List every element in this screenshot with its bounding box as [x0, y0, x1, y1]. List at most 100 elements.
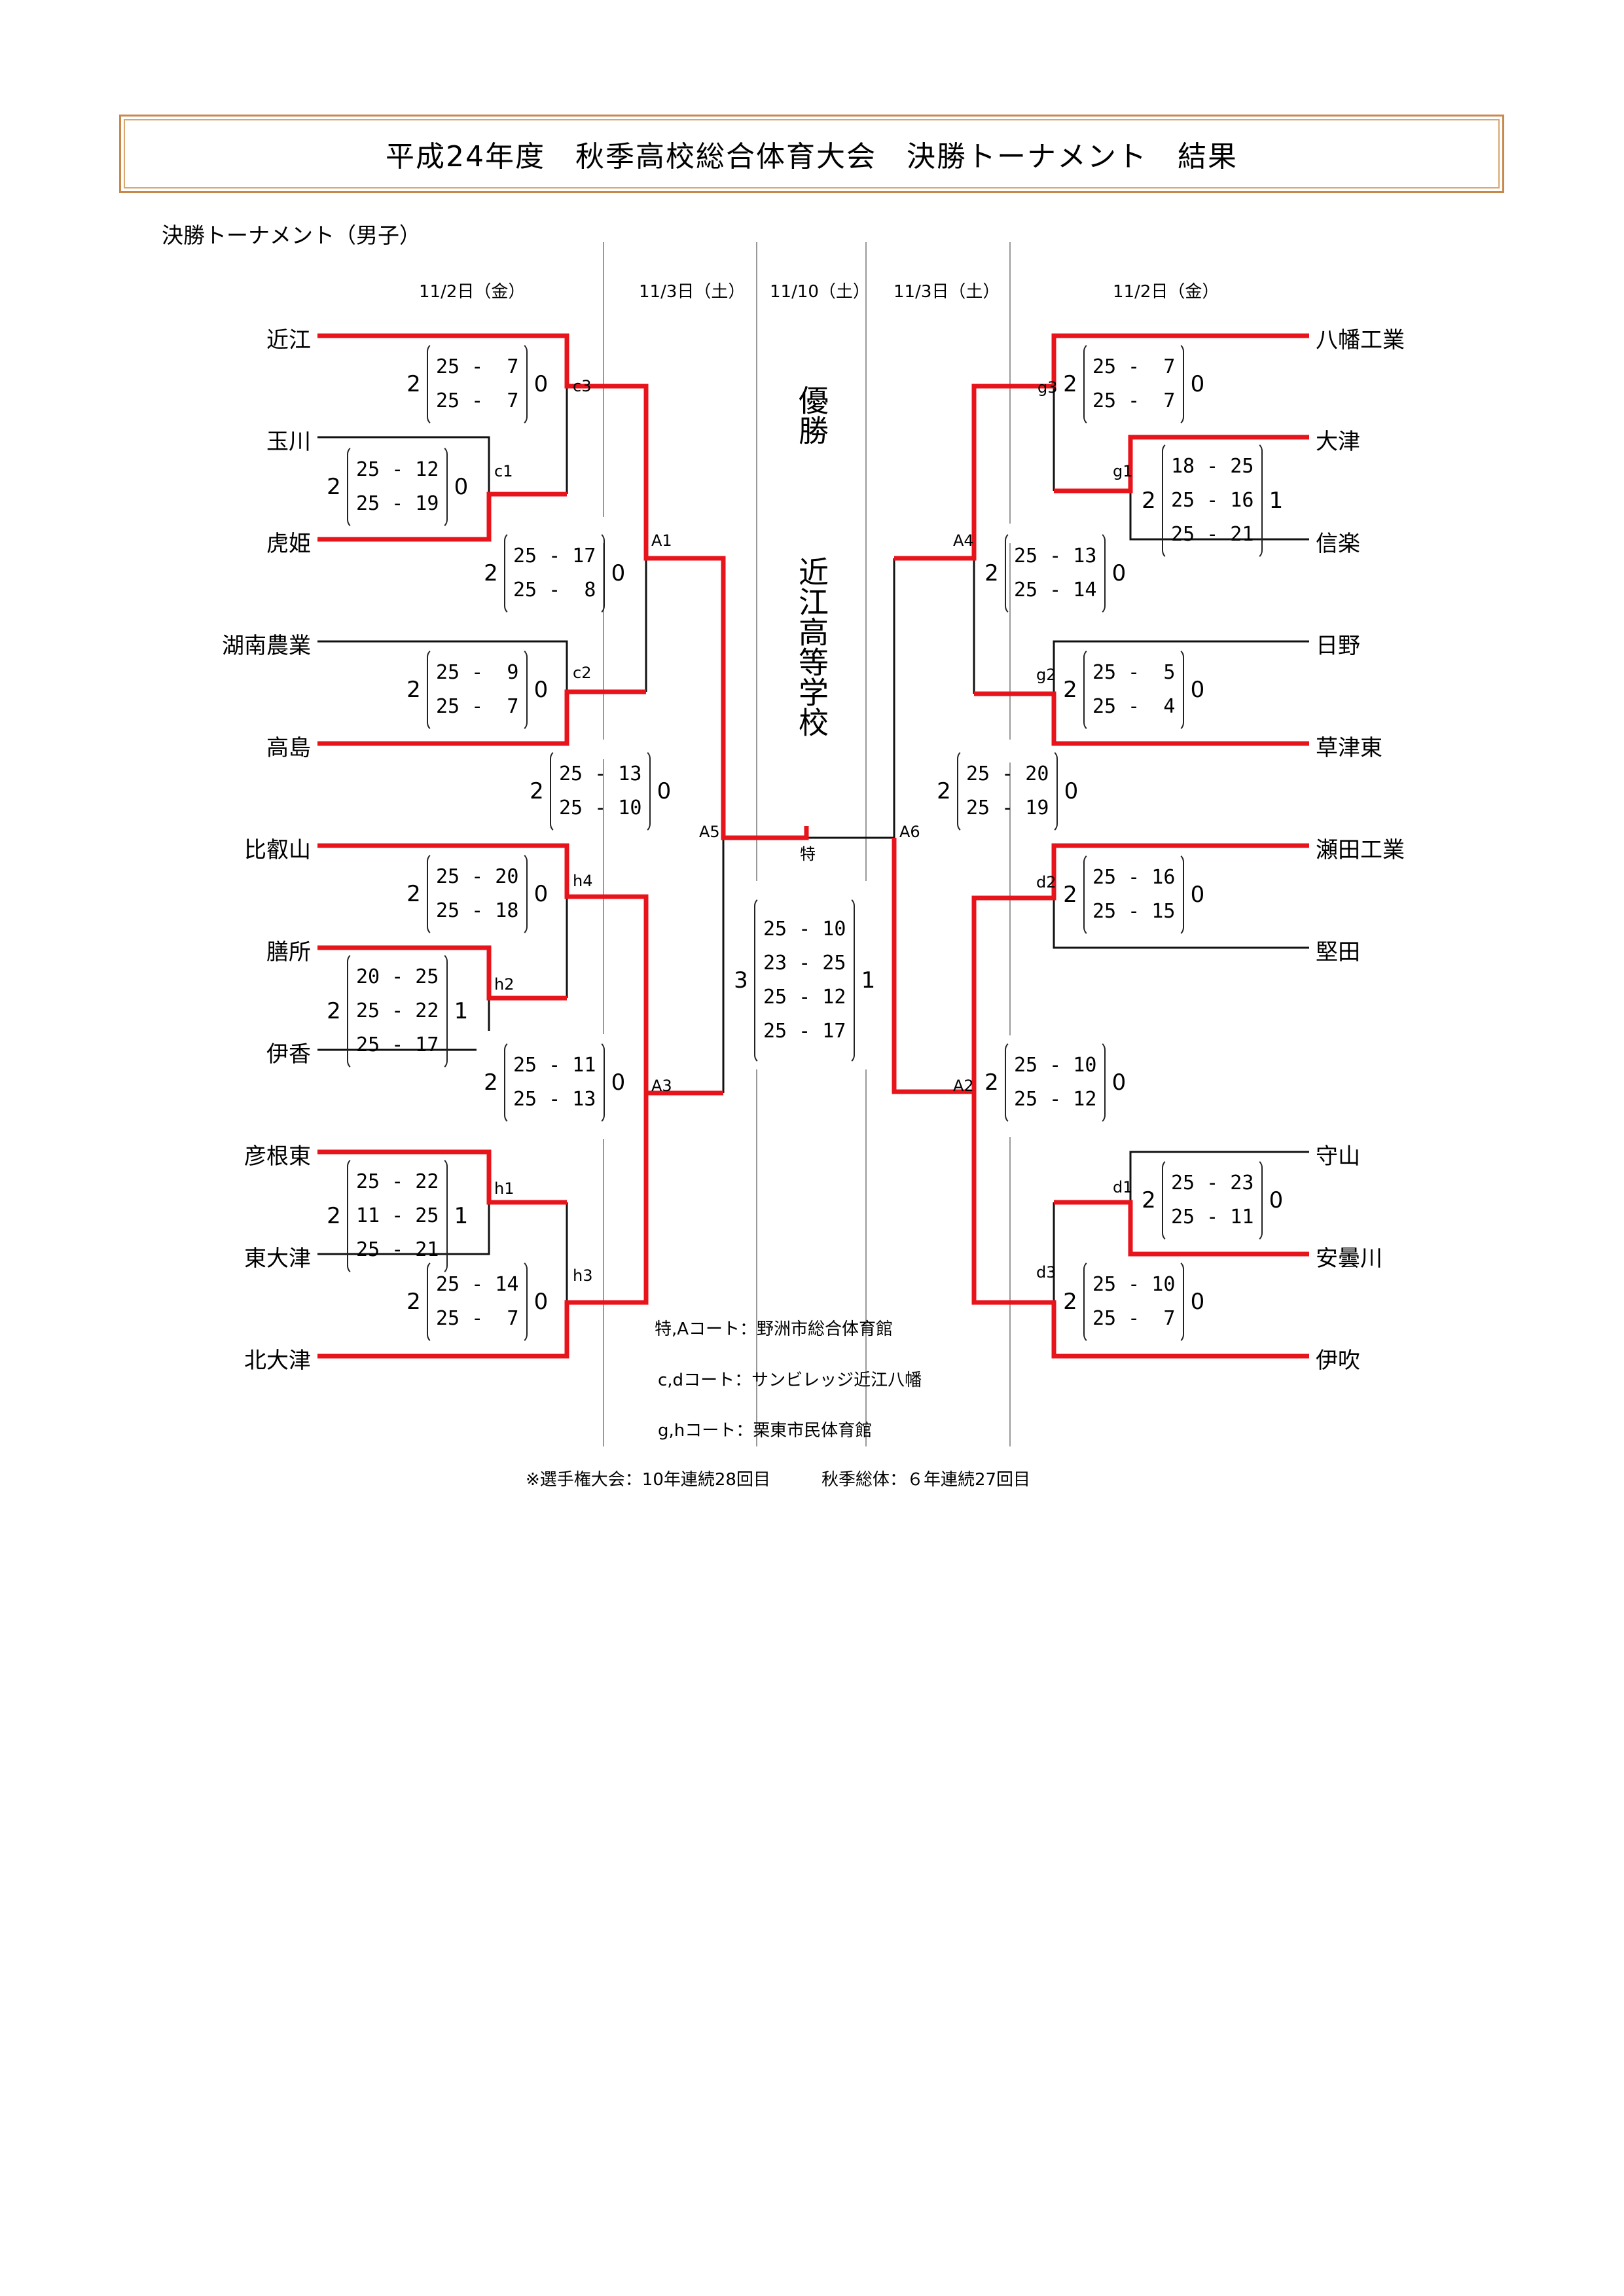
- venue-note: g,hコート：栗東市民体育館: [658, 1421, 873, 1441]
- winner-sets: 2: [327, 474, 341, 500]
- match-code: A2: [953, 1077, 974, 1095]
- team-right: 八幡工業: [1316, 327, 1405, 353]
- line-konan: [317, 640, 568, 692]
- winner-sets: 2: [1142, 1187, 1156, 1213]
- set-score: 25 - 16: [1171, 489, 1254, 512]
- winner-sets: 2: [327, 998, 341, 1024]
- win-setakogyo: [892, 838, 1309, 1094]
- win-zeze: [317, 945, 567, 1001]
- set-score: 25 - 9: [436, 661, 519, 684]
- score-A4: 2 25 - 13 25 - 14 0: [979, 531, 1132, 615]
- page-title: 平成24年度 秋季高校総合体育大会 決勝トーナメント 結果: [386, 140, 1238, 173]
- score-A5: 2 25 - 13 25 - 10 0: [524, 749, 677, 833]
- team-left: 北大津: [244, 1348, 311, 1374]
- set-score: 25 - 7: [436, 1307, 519, 1330]
- score-c3: 2 25 - 7 25 - 7 0: [401, 342, 554, 426]
- set-score: 11 - 25: [356, 1204, 439, 1227]
- score-g3: 2 25 - 7 25 - 7 0: [1057, 342, 1210, 426]
- venue-note: 特,Aコート：野洲市総合体育館: [655, 1319, 893, 1339]
- winner-sets: 2: [1063, 371, 1077, 397]
- date-right-round2: 11/3日（土）: [893, 282, 1000, 302]
- match-code: h2: [494, 975, 514, 994]
- line-moriyama: [1129, 1151, 1309, 1202]
- winner-sets: 2: [327, 1203, 341, 1229]
- team-right: 堅田: [1316, 939, 1360, 965]
- set-score: 25 - 21: [1171, 523, 1254, 546]
- team-left: 膳所: [266, 939, 311, 965]
- set-score: 25 - 21: [356, 1238, 439, 1261]
- set-score: 25 - 7: [1092, 1307, 1176, 1330]
- winner-sets: 2: [406, 371, 421, 397]
- set-score: 25 - 12: [763, 986, 846, 1009]
- match-code: A3: [651, 1077, 672, 1095]
- win-hachimankogyo: [894, 333, 1309, 561]
- score-A2: 2 25 - 10 25 - 12 0: [979, 1041, 1132, 1124]
- line-hino: [1053, 640, 1309, 694]
- win-adogawa: [1054, 1200, 1309, 1257]
- winner-sets: 2: [937, 778, 951, 804]
- score-A6: 2 25 - 20 25 - 19 0: [931, 749, 1084, 833]
- set-score: 25 - 19: [356, 492, 439, 515]
- loser-sets: 0: [533, 1289, 549, 1315]
- team-right: 日野: [1316, 633, 1360, 659]
- team-right: 伊吹: [1316, 1348, 1360, 1374]
- score-A1: 2 25 - 17 25 - 8 0: [478, 531, 631, 615]
- champion-school-text: 近江高等学校: [794, 556, 829, 737]
- set-score: 25 - 17: [513, 545, 596, 567]
- match-code: g2: [1036, 666, 1056, 684]
- set-score: 25 - 7: [1092, 355, 1176, 378]
- team-left: 虎姫: [266, 531, 311, 557]
- set-score: 25 - 22: [356, 1170, 439, 1193]
- line-tamagawa: [317, 436, 490, 494]
- set-score: 25 - 12: [356, 458, 439, 481]
- loser-sets: 0: [1190, 1289, 1205, 1315]
- set-score: 23 - 25: [763, 952, 846, 975]
- set-score: 18 - 25: [1171, 455, 1254, 478]
- score-d3: 2 25 - 10 25 - 7 0: [1057, 1260, 1210, 1344]
- winner-sets: 2: [406, 881, 421, 907]
- team-right: 草津東: [1316, 735, 1382, 761]
- champion-label: 優勝: [792, 385, 831, 454]
- set-score: 25 - 23: [1171, 1172, 1254, 1194]
- winner-sets: 2: [484, 1069, 498, 1096]
- set-score: 25 - 11: [513, 1054, 596, 1077]
- winner-sets: 2: [1142, 488, 1156, 514]
- set-score: 25 - 5: [1092, 661, 1176, 684]
- bracket-lines: [317, 242, 1309, 1446]
- score-h1: 2 25 - 22 11 - 25 25 - 21 1: [321, 1157, 474, 1275]
- set-score: 25 - 19: [966, 797, 1049, 819]
- line-shigaraki: [1129, 491, 1309, 541]
- team-left: 高島: [266, 735, 311, 761]
- set-score: 25 - 17: [763, 1020, 846, 1043]
- loser-sets: 0: [1190, 882, 1205, 908]
- winner-sets: 2: [1063, 677, 1077, 703]
- win-takashima: [317, 689, 646, 746]
- score-d2: 2 25 - 16 25 - 15 0: [1057, 853, 1210, 937]
- loser-sets: 1: [1269, 488, 1284, 514]
- match-code: h3: [573, 1266, 593, 1285]
- team-left: 伊香: [266, 1041, 311, 1067]
- dividers: [603, 242, 1011, 1446]
- set-score: 25 - 16: [1092, 866, 1176, 889]
- win-hikonehigashi: [317, 1149, 567, 1205]
- set-score: 25 - 7: [436, 355, 519, 378]
- score-final: 3 25 - 10 23 - 25 25 - 12 25 - 17 1: [728, 897, 881, 1064]
- set-score: 25 - 10: [1092, 1273, 1176, 1296]
- champion-label-text: 優勝: [794, 385, 829, 445]
- match-code: h4: [573, 872, 593, 890]
- set-score: 20 - 25: [356, 965, 439, 988]
- loser-sets: 0: [533, 881, 549, 907]
- score-c2: 2 25 - 9 25 - 7 0: [401, 648, 554, 732]
- score-A3: 2 25 - 11 25 - 13 0: [478, 1041, 631, 1124]
- winner-sets: 2: [1063, 882, 1077, 908]
- title-box: 平成24年度 秋季高校総合体育大会 決勝トーナメント 結果: [119, 115, 1504, 193]
- loser-sets: 0: [1190, 371, 1205, 397]
- match-code: c3: [573, 377, 592, 395]
- set-score: 25 - 13: [513, 1088, 596, 1111]
- score-h2: 2 20 - 25 25 - 22 25 - 17 1: [321, 952, 474, 1070]
- winner-sets: 2: [406, 677, 421, 703]
- set-score: 25 - 7: [436, 389, 519, 412]
- loser-sets: 1: [454, 1203, 469, 1229]
- loser-sets: 1: [861, 967, 876, 994]
- loser-sets: 0: [611, 560, 626, 586]
